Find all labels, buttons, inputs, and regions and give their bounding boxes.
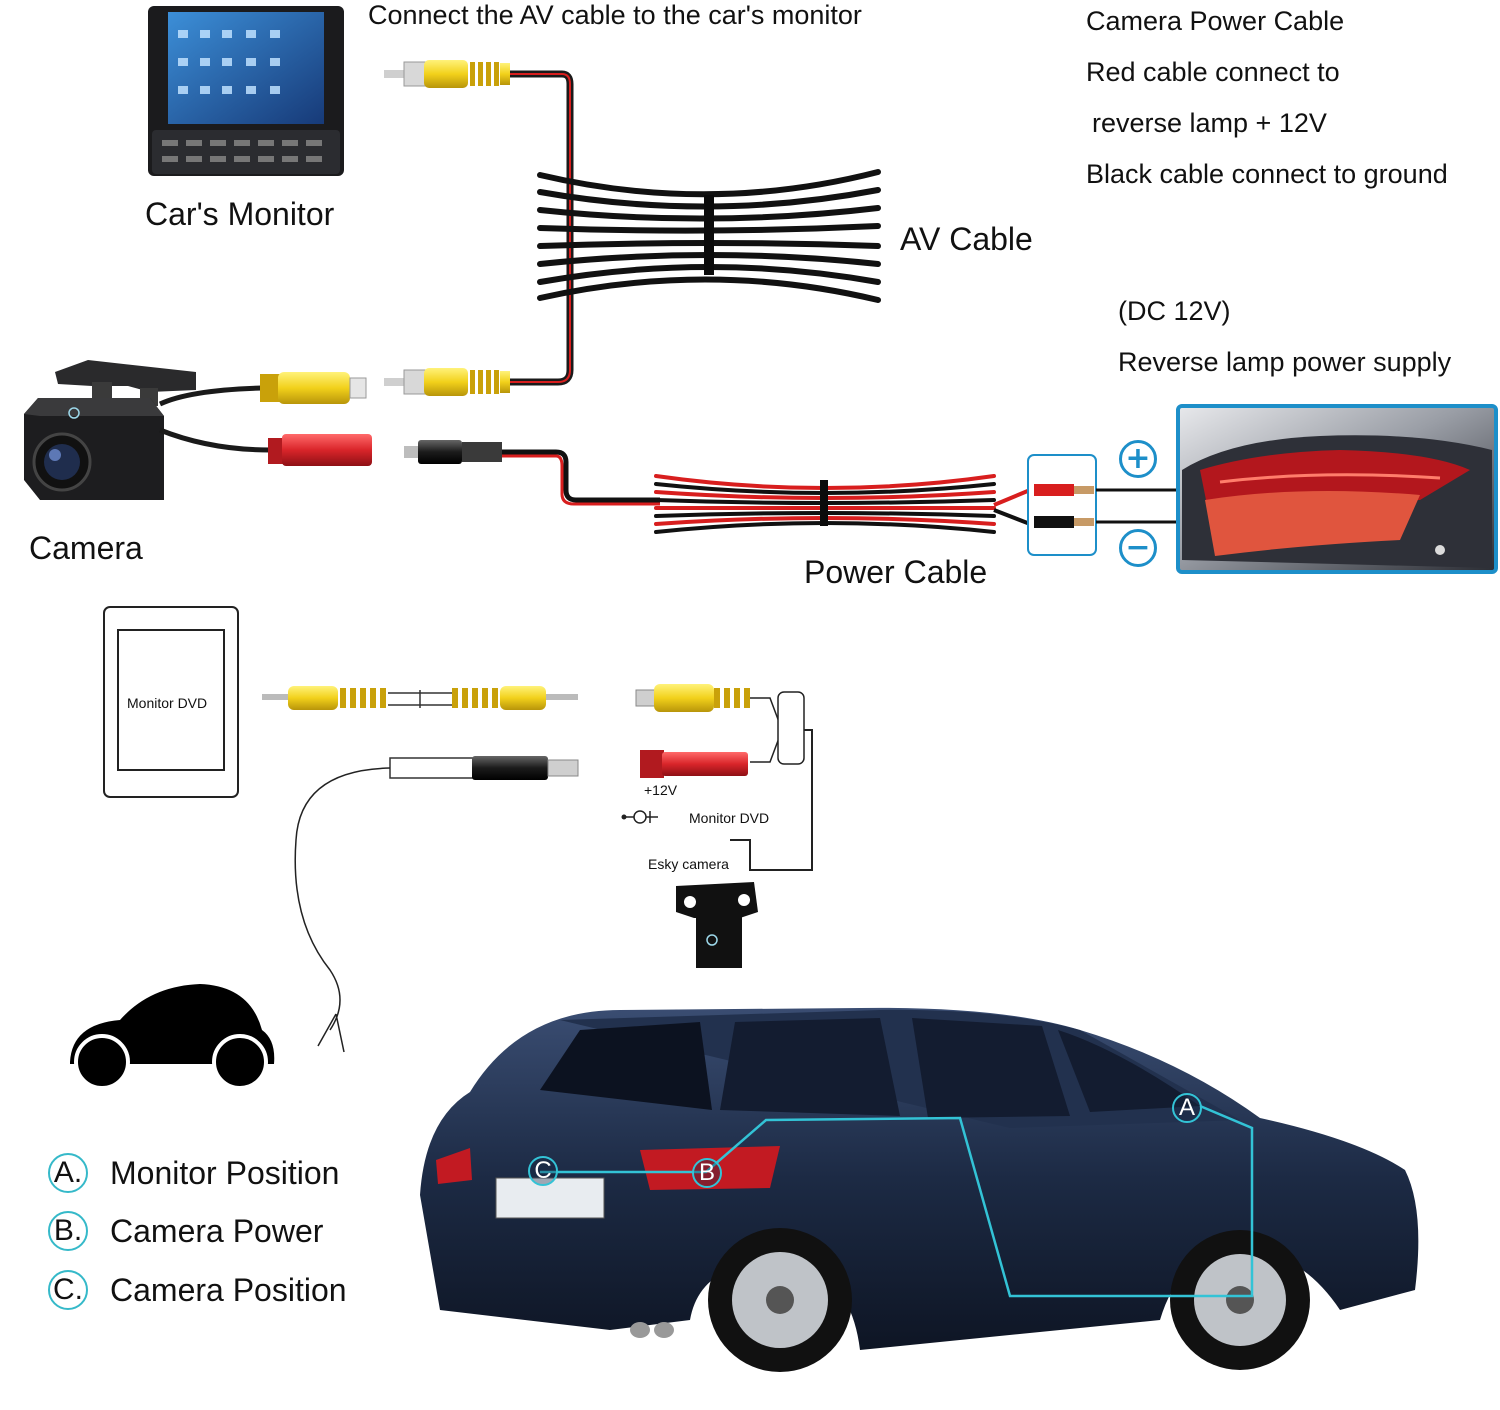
tail-lamp-image bbox=[1176, 404, 1498, 574]
minus-terminal-icon: − bbox=[1119, 529, 1157, 567]
red-cable-label: Red cable connect to bbox=[1086, 57, 1340, 87]
marker-c-icon: C bbox=[528, 1156, 558, 1186]
camera-label: Camera bbox=[29, 530, 143, 566]
legend-text-a: Monitor Position bbox=[110, 1154, 340, 1191]
dc12v-label: (DC 12V) bbox=[1118, 296, 1231, 326]
camera-image bbox=[24, 360, 372, 500]
car-monitor-image bbox=[148, 6, 344, 176]
marker-b-icon: B bbox=[692, 1158, 722, 1188]
legend-item-camera-position: C. Camera Position bbox=[48, 1268, 347, 1312]
car-photo bbox=[420, 1007, 1419, 1372]
black-cable-label: Black cable connect to ground bbox=[1086, 159, 1448, 189]
cars-monitor-label: Car's Monitor bbox=[145, 196, 335, 232]
av-cable-label: AV Cable bbox=[900, 221, 1033, 257]
legend-letter-a: A. bbox=[48, 1153, 88, 1193]
power-cable-label: Power Cable bbox=[804, 554, 988, 590]
power-cable-image bbox=[404, 440, 1180, 556]
legend-text-b: Camera Power bbox=[110, 1212, 324, 1249]
reverse-lamp-12v-label: reverse lamp + 12V bbox=[1092, 108, 1327, 138]
monitor-dvd-label: Monitor DVD bbox=[689, 810, 770, 826]
av-cable-image bbox=[384, 60, 881, 396]
reverse-supply-label: Reverse lamp power supply bbox=[1118, 347, 1452, 377]
camera-power-cable-label: Camera Power Cable bbox=[1086, 6, 1345, 36]
esky-camera-label: Esky camera bbox=[648, 856, 729, 872]
legend-letter-c: C. bbox=[48, 1270, 88, 1310]
monitor-dvd-box-label: Monitor DVD bbox=[127, 695, 208, 711]
plus-terminal-icon: + bbox=[1119, 440, 1157, 478]
legend-item-monitor-position: A. Monitor Position bbox=[48, 1151, 339, 1195]
connect-av-label: Connect the AV cable to the car's monito… bbox=[368, 0, 862, 30]
marker-a-icon: A bbox=[1172, 1093, 1202, 1123]
plus12v-label: +12V bbox=[644, 782, 678, 798]
schematic-area bbox=[70, 606, 813, 1090]
legend-item-camera-power: B. Camera Power bbox=[48, 1209, 323, 1253]
legend-letter-b: B. bbox=[48, 1211, 88, 1251]
legend-text-c: Camera Position bbox=[110, 1271, 347, 1308]
